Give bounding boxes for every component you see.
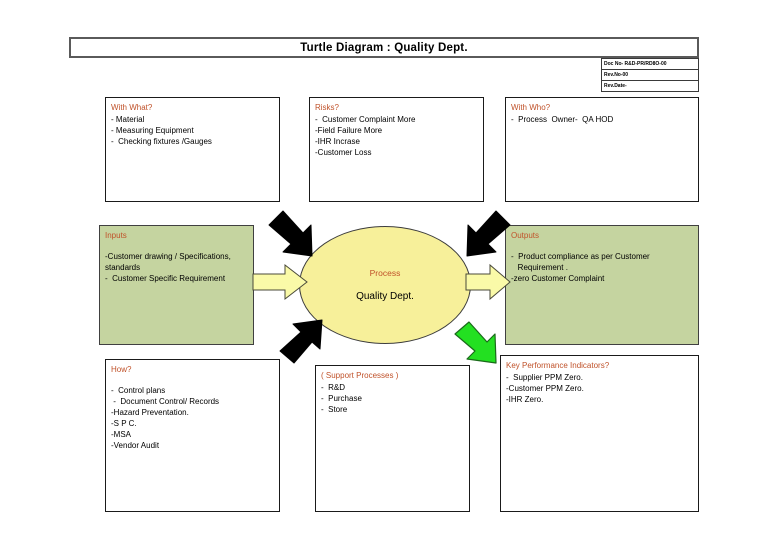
document-info-table: Doc No- R&D-PR/RD8O-00 Rev.No-00 Rev.Dat… — [601, 58, 699, 92]
output-flow-arrow-icon — [465, 263, 511, 301]
list-item: -zero Customer Complaint — [511, 274, 605, 283]
with-what-title: With What? — [111, 103, 153, 112]
list-item: - Process Owner- QA HOD — [511, 115, 614, 124]
list-item: standards — [105, 263, 141, 272]
rev-no-row: Rev.No-00 — [602, 70, 698, 81]
rev-date-row: Rev.Date- — [602, 81, 698, 92]
list-item: - Store — [321, 405, 348, 414]
how-title: How? — [111, 365, 132, 374]
kpi-title: Key Performance Indicators? — [506, 361, 610, 370]
kpi-box: Key Performance Indicators? - Supplier P… — [500, 355, 699, 512]
list-item: -MSA — [111, 430, 131, 439]
with-what-list: - Material - Measuring Equipment - Check… — [111, 114, 274, 147]
process-name: Quality Dept. — [356, 291, 414, 302]
support-processes-title: ( Support Processes ) — [321, 371, 399, 380]
how-box: How? - Control plans - Document Control/… — [105, 359, 280, 512]
list-item: -Field Failure More — [315, 126, 383, 135]
list-item: - Purchase — [321, 394, 362, 403]
outputs-box: Outputs - Product compliance as per Cust… — [505, 225, 699, 345]
process-label: Process — [369, 268, 401, 278]
input-flow-arrow-icon — [252, 263, 308, 301]
list-item: -IHR Zero. — [506, 395, 544, 404]
how-list: - Control plans - Document Control/ Reco… — [111, 385, 274, 451]
list-item: - Checking fixtures /Gauges — [111, 137, 212, 146]
list-item: - Product compliance as per Customer — [511, 252, 650, 261]
list-item: -IHR Incrase — [315, 137, 360, 146]
risks-box: Risks? - Customer Complaint More -Field … — [309, 97, 484, 202]
list-item: - Customer Complaint More — [315, 115, 416, 124]
list-item: - Document Control/ Records — [111, 397, 220, 406]
list-item: - Supplier PPM Zero. — [506, 373, 583, 382]
process-ellipse: Process Quality Dept. — [299, 226, 471, 344]
list-item: -Customer drawing / Specifications, — [105, 252, 231, 261]
inputs-list: -Customer drawing / Specifications, stan… — [105, 251, 248, 284]
spacer — [511, 242, 693, 251]
support-processes-list: - R&D - Purchase - Store — [321, 382, 464, 415]
with-who-list: - Process Owner- QA HOD — [511, 114, 693, 125]
list-item: - R&D — [321, 383, 345, 392]
inputs-box: Inputs -Customer drawing / Specification… — [99, 225, 254, 345]
risks-list: - Customer Complaint More -Field Failure… — [315, 114, 478, 158]
spacer — [111, 376, 274, 385]
black-arrow-up-right-icon — [277, 316, 329, 366]
page-title: Turtle Diagram : Quality Dept. — [300, 41, 468, 54]
list-item: - Measuring Equipment — [111, 126, 194, 135]
list-item: -Customer PPM Zero. — [506, 384, 584, 393]
diagram-title-bar: Turtle Diagram : Quality Dept. — [69, 37, 699, 58]
spacer — [105, 242, 248, 251]
with-who-title: With Who? — [511, 103, 551, 112]
support-processes-box: ( Support Processes ) - R&D - Purchase -… — [315, 365, 470, 512]
list-item: -Vendor Audit — [111, 441, 160, 450]
outputs-title: Outputs — [511, 231, 540, 240]
black-arrow-down-left-icon — [461, 208, 513, 266]
black-arrow-down-right-icon — [266, 208, 318, 266]
list-item: -Hazard Preventation. — [111, 408, 189, 417]
list-item: -Customer Loss — [315, 148, 372, 157]
with-what-box: With What? - Material - Measuring Equipm… — [105, 97, 280, 202]
list-item: -S P C. — [111, 419, 137, 428]
list-item: - Control plans — [111, 386, 166, 395]
kpi-list: - Supplier PPM Zero. -Customer PPM Zero.… — [506, 372, 693, 405]
list-item: - Customer Specific Requirement — [105, 274, 226, 283]
inputs-title: Inputs — [105, 231, 127, 240]
risks-title: Risks? — [315, 103, 340, 112]
doc-no-row: Doc No- R&D-PR/RD8O-00 — [602, 59, 698, 70]
green-arrow-down-right-icon — [450, 318, 502, 368]
list-item: Requirement . — [511, 263, 568, 272]
outputs-list: - Product compliance as per Customer Req… — [511, 251, 693, 284]
with-who-box: With Who? - Process Owner- QA HOD — [505, 97, 699, 202]
list-item: - Material — [111, 115, 145, 124]
